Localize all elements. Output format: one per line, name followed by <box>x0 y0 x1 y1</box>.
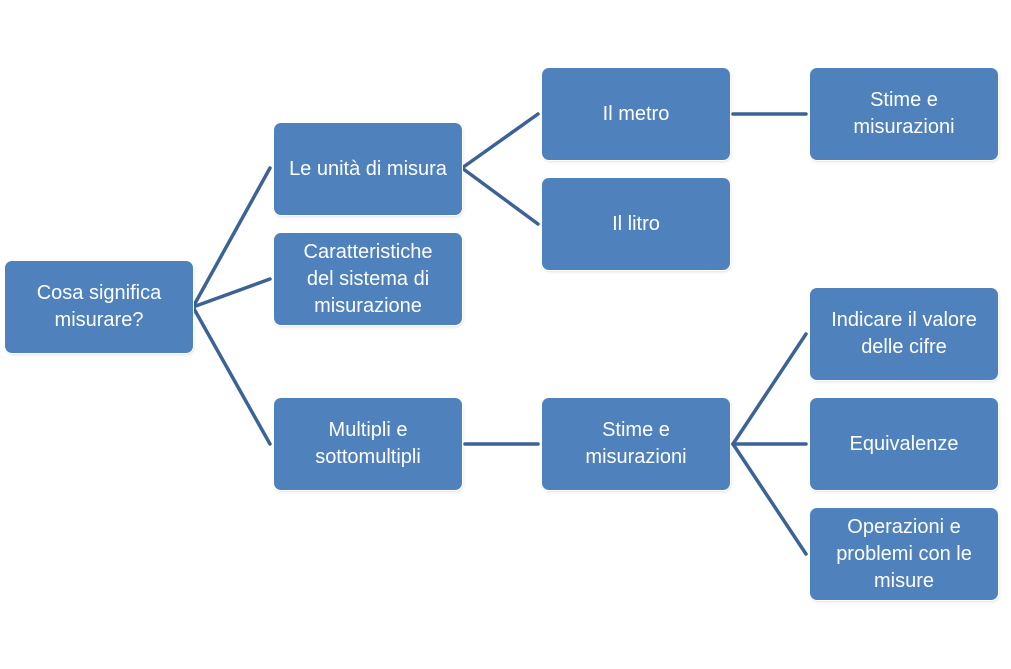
node-valore-cifre: Indicare il valore delle cifre <box>810 288 998 380</box>
node-il-metro: Il metro <box>542 68 730 160</box>
node-il-litro: Il litro <box>542 178 730 270</box>
node-il-metro-label: Il metro <box>602 102 670 125</box>
node-equivalenze: Equivalenze <box>810 398 998 490</box>
node-multipli: Multipli e sottomultipli <box>274 398 462 490</box>
node-stime-metro-label: Stime e misurazioni <box>853 89 955 138</box>
node-stime-multipli-label: Stime e misurazioni <box>585 419 687 468</box>
node-caratteristiche-label: Caratteristiche del sistema di misurazio… <box>303 240 433 317</box>
node-valore-cifre-label: Indicare il valore delle cifre <box>831 309 977 358</box>
node-operazioni-label: Operazioni e problemi con le misure <box>836 515 972 592</box>
connector-root-unita <box>191 166 272 309</box>
connector-stime-operazioni <box>731 442 808 556</box>
node-root: Cosa significa misurare? <box>5 261 193 353</box>
node-unita-di-misura-label: Le unità di misura <box>289 157 447 180</box>
connector-root-multipli <box>191 305 272 446</box>
node-il-litro-label: Il litro <box>612 212 660 235</box>
node-root-label: Cosa significa misurare? <box>36 282 162 331</box>
connector-stime-valore <box>731 332 808 446</box>
node-equivalenze-label: Equivalenze <box>849 432 959 455</box>
connector-unita-litro <box>460 166 540 226</box>
node-stime-multipli: Stime e misurazioni <box>542 398 730 490</box>
connector-root-caratteristiche <box>191 277 272 309</box>
node-caratteristiche: Caratteristiche del sistema di misurazio… <box>274 233 462 325</box>
node-stime-metro: Stime e misurazioni <box>810 68 998 160</box>
connector-unita-metro <box>460 112 540 170</box>
node-unita-di-misura: Le unità di misura <box>274 123 462 215</box>
node-operazioni: Operazioni e problemi con le misure <box>810 508 998 600</box>
node-multipli-label: Multipli e sottomultipli <box>315 419 421 468</box>
